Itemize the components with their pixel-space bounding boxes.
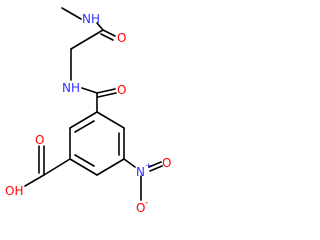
ring-bond-1: [96, 111, 125, 129]
bond-nitro-o-side-b: [149, 165, 163, 172]
bond-carbonyl-o-top-a: [102, 29, 116, 37]
atom-label-layer: NH O NH O O OH N + O O -: [5, 12, 171, 215]
atom-o-nitro-minus: O: [136, 201, 145, 215]
atom-n-nitro: N: [136, 165, 145, 179]
atom-o-nitro-side: O: [162, 156, 171, 170]
ring-bond-6: [69, 111, 98, 129]
molecule-structure: NH O NH O O OH N + O O -: [5, 7, 171, 215]
bond-carbonyl-o-mid-b: [97, 92, 117, 98]
bond-ring-carboxyl: [43, 158, 71, 176]
bond-nitro-o-side-a: [148, 161, 162, 168]
bond-carbonyl-ch2: [70, 29, 104, 50]
bond-methyl-n: [61, 7, 82, 20]
atom-nh-mid: NH: [62, 81, 80, 95]
ring-inner-3: [74, 120, 95, 133]
bond-layer: [24, 7, 163, 201]
nitro-charge-plus: +: [145, 161, 152, 170]
bond-nh-carbonyl-mid: [81, 87, 98, 94]
atom-oh-carboxyl: OH: [5, 184, 23, 198]
atom-o-top: O: [117, 31, 126, 45]
bond-carbonyl-o-top-b: [100, 33, 114, 41]
atom-o-mid: O: [117, 83, 126, 97]
ring-inner-2: [74, 154, 95, 167]
atom-nh-top: NH: [82, 12, 100, 26]
ring-bond-4: [69, 158, 98, 176]
atom-o-carboxyl: O: [35, 133, 44, 147]
bond-carboxyl-oh: [24, 174, 45, 187]
bond-carbonyl-o-mid-a: [96, 88, 116, 94]
bond-ring-nitro: [123, 158, 136, 168]
bond-n-carbonyl-top: [96, 22, 104, 31]
nitro-charge-minus: -: [145, 198, 148, 208]
ring-bond-3: [96, 158, 125, 176]
